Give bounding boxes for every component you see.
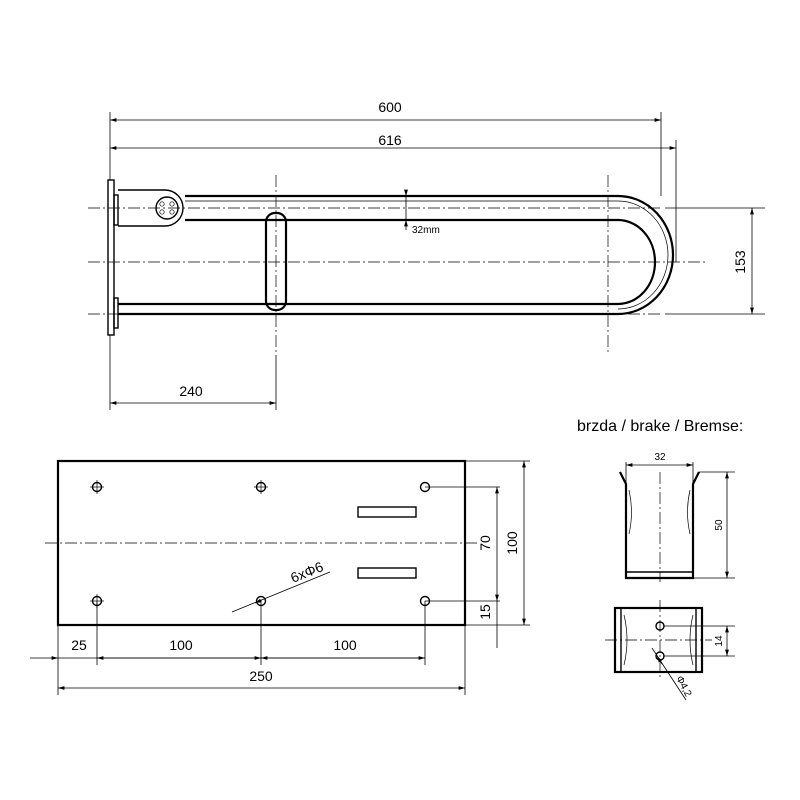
dim-100-vertical: 100 bbox=[504, 531, 520, 555]
mounting-slot bbox=[357, 506, 417, 518]
brake-curve-right bbox=[687, 489, 691, 535]
grab-bar-side-view: 600 616 32mm 153 240 bbox=[88, 99, 765, 410]
wall-plate bbox=[107, 179, 115, 336]
dim-hole-diameter: Φ4,2 bbox=[673, 674, 693, 699]
brake-channel-inner bbox=[625, 484, 694, 573]
dim-100-left: 100 bbox=[169, 637, 193, 653]
brake-detail: brzda / brake / Bremse: 32 50 14 bbox=[577, 418, 743, 701]
mounting-slot bbox=[357, 567, 417, 579]
hinge-bolt-hole bbox=[159, 201, 165, 207]
dim-70: 70 bbox=[477, 535, 493, 551]
dim-14: 14 bbox=[714, 635, 725, 647]
brake-channel bbox=[619, 471, 700, 580]
dim-15: 15 bbox=[477, 604, 493, 620]
dim-32mm: 32mm bbox=[412, 225, 440, 236]
dim-616: 616 bbox=[378, 132, 402, 148]
brake-curve-left bbox=[628, 489, 632, 535]
dim-25: 25 bbox=[71, 637, 87, 653]
dim-153: 153 bbox=[732, 250, 748, 274]
dim-100-right: 100 bbox=[333, 637, 357, 653]
dim-600: 600 bbox=[378, 99, 402, 115]
dim-50: 50 bbox=[714, 519, 725, 531]
hinge-bolt-hole bbox=[159, 209, 165, 215]
dim-250: 250 bbox=[249, 668, 273, 684]
tube-outer bbox=[118, 194, 675, 316]
hinge-bolt-hole bbox=[169, 201, 175, 207]
dim-32: 32 bbox=[654, 452, 666, 463]
brake-title: brzda / brake / Bremse: bbox=[577, 418, 743, 435]
plate-flange bbox=[113, 194, 119, 226]
tube-wall-line bbox=[185, 200, 669, 310]
hinge-bolt-hole bbox=[169, 209, 175, 215]
dim-240: 240 bbox=[179, 383, 203, 399]
mounting-plate-view: 6xΦ6 70 100 15 25 100 100 250 bbox=[30, 459, 530, 695]
plate-flange-lower bbox=[113, 297, 119, 329]
